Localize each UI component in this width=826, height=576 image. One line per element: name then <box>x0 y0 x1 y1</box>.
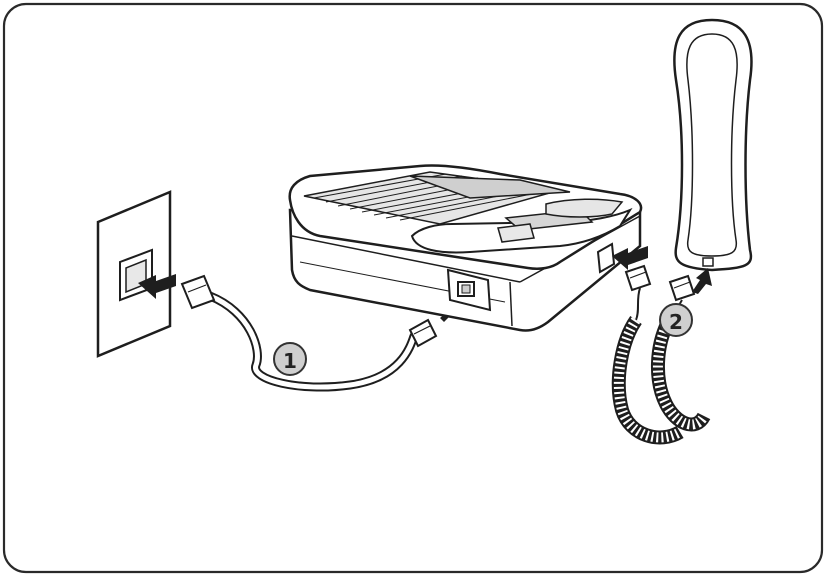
step-2-label: 2 <box>659 303 693 337</box>
handset <box>674 20 751 270</box>
step-1-label: 1 <box>273 342 307 376</box>
wall-socket <box>98 192 170 356</box>
